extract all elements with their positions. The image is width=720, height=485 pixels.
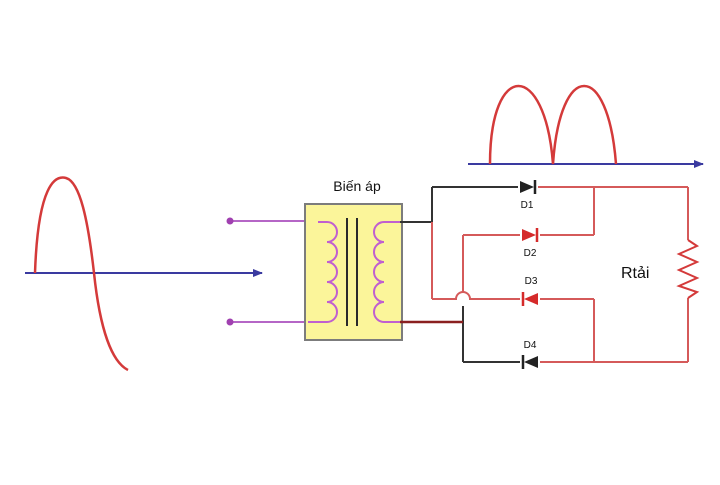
primary-coil: [308, 221, 338, 323]
input-waveform: [25, 176, 263, 372]
diode-d3-symbol: [524, 293, 538, 305]
wire-d3-left: [432, 291, 520, 300]
secondary-coil: [373, 221, 400, 323]
diode-d1-symbol: [520, 181, 534, 193]
input-terminal-bottom: [226, 318, 234, 326]
transformer-label: Biến áp: [333, 178, 381, 194]
diode-d4-label: D4: [524, 340, 537, 351]
diode-d3-label: D3: [525, 276, 538, 287]
output-waveform: [468, 85, 704, 168]
input-terminal-top: [226, 217, 234, 225]
input-wires: [226, 217, 308, 326]
diode-d1: D1: [520, 180, 537, 211]
input-sine-wave: [33, 176, 129, 372]
transformer-body: [304, 203, 403, 341]
diode-d2-label: D2: [524, 248, 537, 259]
diode-d4-symbol: [524, 356, 538, 368]
output-rectified-wave: [488, 85, 618, 165]
diode-d2: D2: [522, 228, 539, 259]
load-resistor: Rtải: [621, 239, 700, 299]
diode-d4: D4: [521, 340, 538, 369]
diode-d3: D3: [521, 276, 538, 306]
load-label: Rtải: [621, 265, 649, 282]
load-resistor-zigzag: [676, 239, 700, 299]
bridge-wiring: [400, 186, 689, 363]
diode-d2-symbol: [522, 229, 536, 241]
transformer: Biến áp: [304, 178, 403, 341]
diode-d1-label: D1: [521, 200, 534, 211]
